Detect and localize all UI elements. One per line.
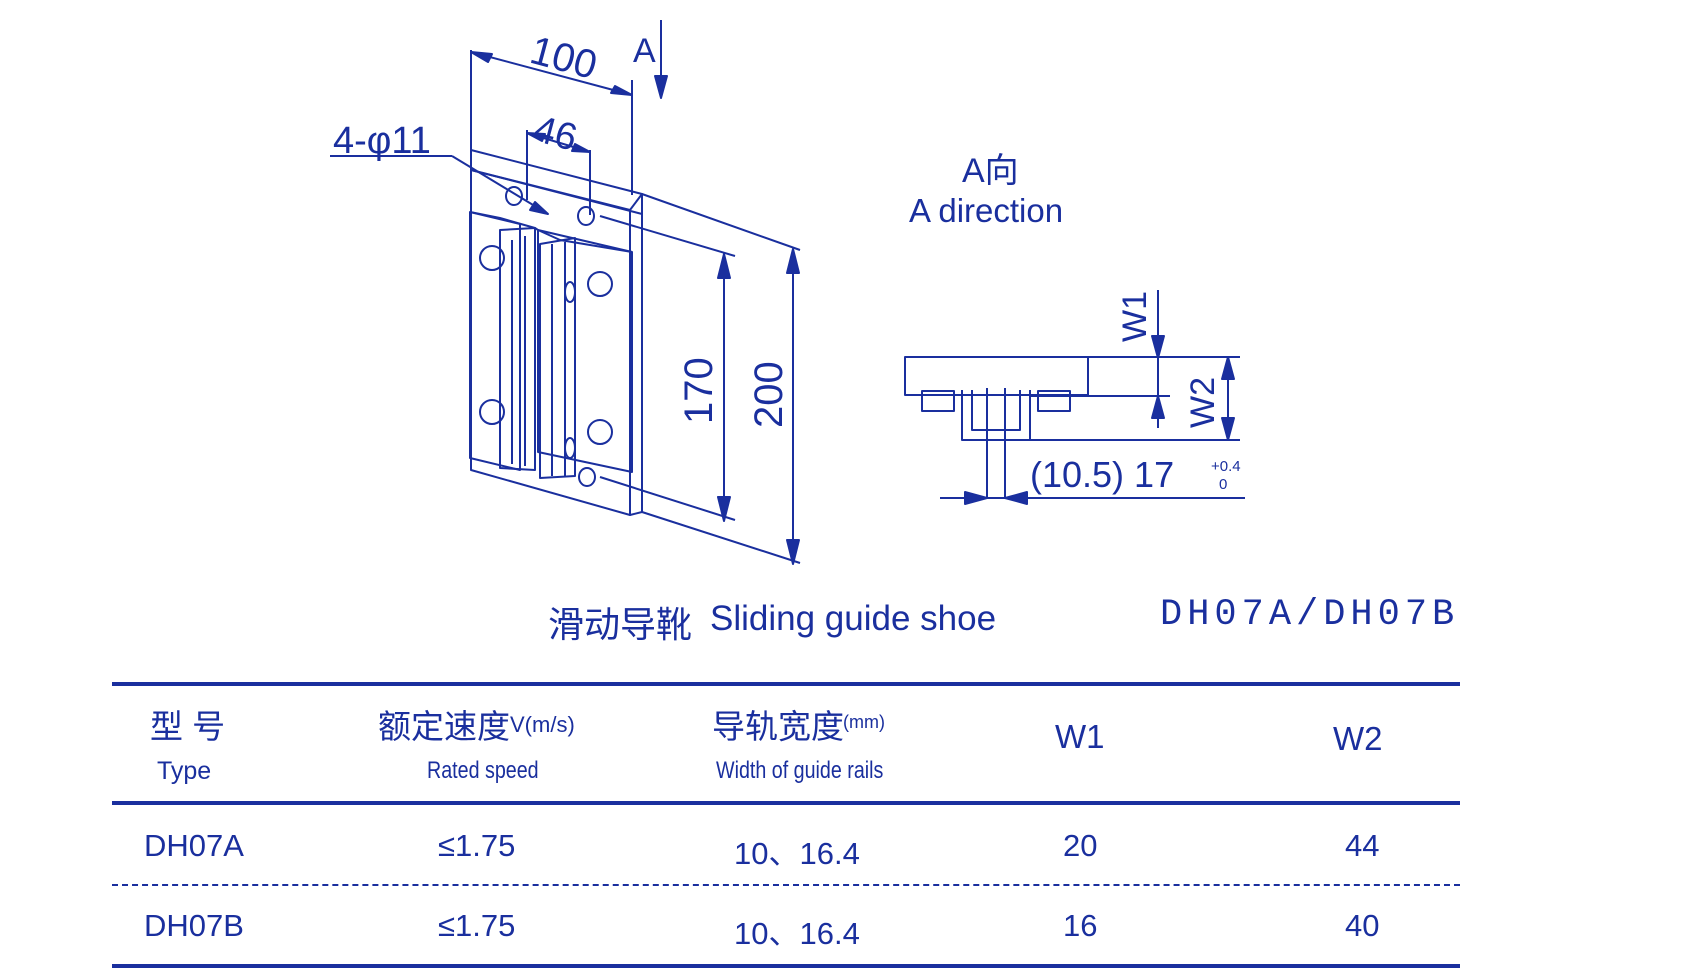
shoe-liner-right xyxy=(539,237,576,479)
ext-line-170-top xyxy=(599,215,736,257)
table-row-2-rail: 10、16.4 xyxy=(734,916,860,951)
product-title-en: Sliding guide shoe xyxy=(710,599,997,638)
shoe-top-left-edge xyxy=(469,211,539,231)
header-rail-cn: 导轨宽度 xyxy=(712,708,844,745)
header-speed-en: Rated speed xyxy=(427,757,539,784)
table-row-1-speed: ≤1.75 xyxy=(438,828,516,863)
view-base-plate xyxy=(904,356,1089,396)
table-row-2-speed: ≤1.75 xyxy=(438,908,516,943)
rail-width-label: (10.5) 17 xyxy=(1030,454,1174,495)
slot-lower xyxy=(564,437,576,459)
header-w1: W1 xyxy=(1055,718,1105,755)
table-row-2-w2: 40 xyxy=(1345,908,1380,943)
arrow-w2-top xyxy=(1221,356,1235,380)
header-w2: W2 xyxy=(1333,720,1383,757)
slot-upper xyxy=(564,281,576,303)
ext-line-200-bottom xyxy=(641,511,801,564)
table-row-1-w1: 20 xyxy=(1063,828,1098,863)
view-title-en: A direction xyxy=(909,192,1063,229)
table-row-1-rail: 10、16.4 xyxy=(734,836,860,871)
arrow-rail-left xyxy=(964,491,988,505)
table-row-1-w2: 44 xyxy=(1345,828,1380,863)
arrow-170-top xyxy=(717,253,731,279)
dim-200-label: 200 xyxy=(747,361,791,428)
table-bottom-rule xyxy=(112,964,1460,968)
view-arrow-head xyxy=(654,75,668,99)
bolt-bottom-left xyxy=(479,399,505,425)
view-title-cn: A向 xyxy=(962,152,1019,190)
hole-leader-diagonal xyxy=(451,155,549,215)
arrow-rail-right xyxy=(1004,491,1028,505)
shoe-liner-left xyxy=(499,227,536,471)
arrow-46-right xyxy=(571,143,591,153)
view-shoe-inner xyxy=(971,390,1021,431)
dim-170-label: 170 xyxy=(677,357,721,424)
arrow-w1-bottom xyxy=(1151,395,1165,419)
bolt-bottom-right xyxy=(587,419,613,445)
arrow-100-right xyxy=(610,85,633,96)
table-row-2-type: DH07B xyxy=(144,908,244,943)
product-title-cn: 滑动导靴 xyxy=(548,604,693,645)
arrow-170-bottom xyxy=(717,496,731,522)
hole-spec-label: 4-φ11 xyxy=(333,120,431,162)
arrow-200-top xyxy=(786,248,800,274)
w1-label: W1 xyxy=(1116,291,1154,342)
arrow-46-left xyxy=(526,132,546,142)
bolt-top-left xyxy=(479,245,505,271)
ext-line-200-top xyxy=(641,193,801,251)
dim-line-100 xyxy=(470,51,633,96)
shoe-body-right xyxy=(537,229,633,473)
view-label-a: A xyxy=(633,32,656,70)
header-type-en: Type xyxy=(157,757,212,785)
table-row-1-type: DH07A xyxy=(144,828,244,863)
arrow-w2-bottom xyxy=(1221,417,1235,441)
header-rail-en: Width of guide rails xyxy=(716,757,884,784)
hole-leader-arrow xyxy=(529,201,549,215)
bolt-top-right xyxy=(587,271,613,297)
table-top-rule xyxy=(112,682,1460,686)
header-type-cn: 型 号 xyxy=(150,708,226,745)
arrow-100-left xyxy=(470,51,493,63)
header-speed-unit: V(m/s) xyxy=(510,712,575,737)
tolerance-lower: 0 xyxy=(1219,476,1227,493)
view-nut-right xyxy=(1037,390,1071,412)
dim-100-label: 100 xyxy=(526,28,602,88)
tolerance-upper: +0.4 xyxy=(1211,458,1241,475)
model-number: DH07A/DH07B xyxy=(1160,594,1460,636)
arrow-200-bottom xyxy=(786,539,800,565)
ext-line-170-bottom xyxy=(599,476,736,521)
header-speed-cn: 额定速度 xyxy=(378,708,510,745)
w2-label: W2 xyxy=(1184,377,1222,428)
mount-hole-top-left xyxy=(505,186,523,206)
mount-hole-bottom-right xyxy=(578,467,596,487)
view-nut-left xyxy=(921,390,955,412)
table-header-rule xyxy=(112,801,1460,805)
view-shoe-channel xyxy=(961,390,1031,441)
shoe-top-right-edge xyxy=(537,229,633,253)
mount-hole-top-right xyxy=(577,206,595,226)
header-rail-unit: (mm) xyxy=(843,712,885,732)
table-row-divider xyxy=(112,884,1460,886)
table-row-2-w1: 16 xyxy=(1063,908,1098,943)
arrow-w1 xyxy=(1151,335,1165,359)
